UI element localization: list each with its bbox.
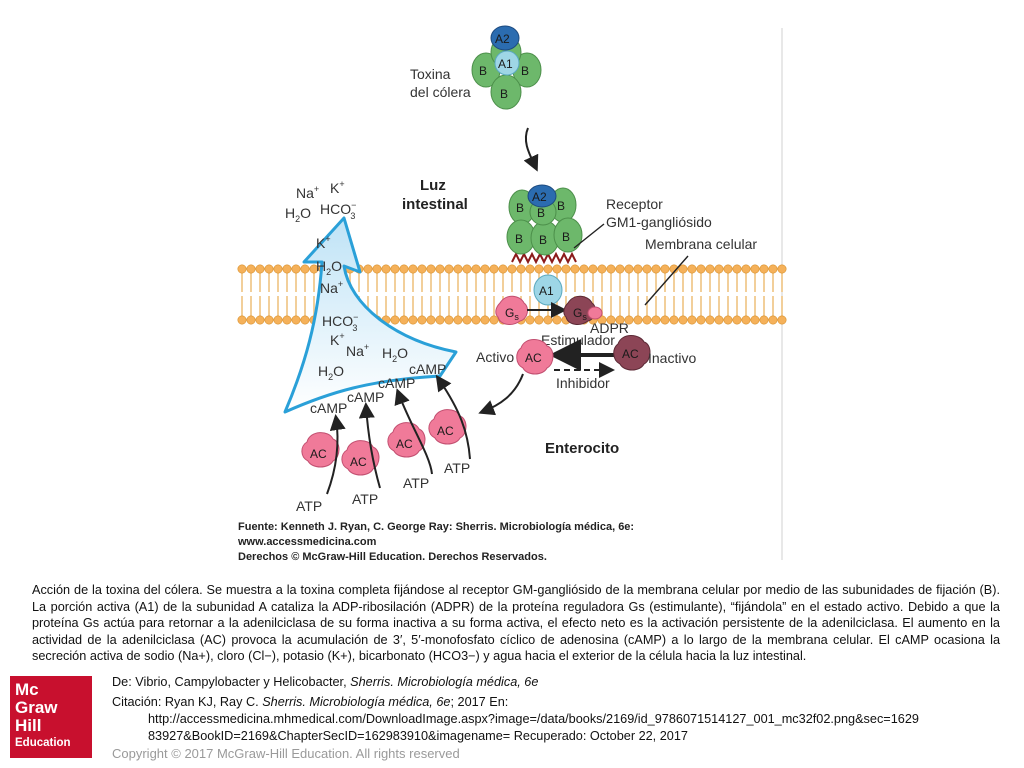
atp-label: ATP xyxy=(403,475,429,491)
camp-label: cAMP xyxy=(347,389,384,405)
a1-internalized xyxy=(533,274,563,306)
svg-text:B: B xyxy=(515,232,523,246)
stimulator-label: Estimulador xyxy=(541,332,615,348)
inhibitor-label: Inhibidor xyxy=(556,375,610,391)
potassium-ion: K+ xyxy=(330,179,345,196)
atp-to-camp-arrow xyxy=(358,402,381,489)
inactive-label: Inactivo xyxy=(648,350,696,366)
svg-text:Gs: Gs xyxy=(505,306,519,322)
svg-text:A2: A2 xyxy=(532,190,547,204)
ac-active xyxy=(516,339,554,375)
mcgraw-hill-logo: Mc Graw Hill Education xyxy=(10,676,92,758)
binding-arrow xyxy=(523,127,539,172)
ac-label: AC xyxy=(396,437,413,451)
adpr-label: ADPR xyxy=(590,320,629,336)
citation-url[interactable]: http://accessmedicina.mhmedical.com/Down… xyxy=(148,712,919,726)
gs-protein-active xyxy=(495,295,528,325)
bound-toxin: A2 B B B B B B xyxy=(506,184,583,265)
b-label: B xyxy=(500,87,508,101)
citation: Citación: Ryan KJ, Ray C. Sherris. Micro… xyxy=(112,695,509,709)
source-from: De: Vibrio, Campylobacter y Helicobacter… xyxy=(112,675,539,689)
svg-text:B: B xyxy=(557,199,565,213)
ac-inactive xyxy=(613,335,651,371)
source-block: De: Vibrio, Campylobacter y Helicobacter… xyxy=(112,674,1017,745)
potassium-ion: K+ xyxy=(330,331,345,348)
svg-text:B: B xyxy=(562,230,570,244)
svg-text:Gs: Gs xyxy=(573,306,587,322)
svg-text:B: B xyxy=(537,206,545,220)
atp-to-camp-arrow xyxy=(435,374,471,460)
gm1-receptor xyxy=(511,251,577,265)
svg-text:AC: AC xyxy=(622,347,639,361)
camp-label: cAMP xyxy=(310,400,347,416)
a2-label: A2 xyxy=(495,32,510,46)
sodium-ion: Na+ xyxy=(320,279,343,296)
atp-label: ATP xyxy=(352,491,378,507)
atp-label: ATP xyxy=(444,460,470,476)
water: H2O xyxy=(382,345,408,364)
svg-text:B: B xyxy=(516,201,524,215)
ac-enzyme: AC xyxy=(428,409,467,445)
adpr-group xyxy=(587,306,603,320)
bicarbonate-ion: HCO−3 xyxy=(320,200,356,221)
camp-label: cAMP xyxy=(378,375,415,391)
figure-caption: Acción de la toxina del cólera. Se muest… xyxy=(32,583,1000,663)
cholera-toxin-complex: A2 A1 B B B xyxy=(471,25,542,110)
ac-enzyme: AC xyxy=(341,440,380,476)
atp-label: ATP xyxy=(296,498,322,514)
ac-enzyme: AC xyxy=(301,432,340,468)
enterocyte-label: Enterocito xyxy=(545,440,619,457)
svg-text:AC: AC xyxy=(525,351,542,365)
active-label: Activo xyxy=(476,349,514,365)
figure-credit: Fuente: Kenneth J. Ryan, C. George Ray: … xyxy=(237,521,637,563)
water: H2O xyxy=(318,363,344,382)
membrane-label: Membrana celular xyxy=(645,236,757,252)
b-label: B xyxy=(479,64,487,78)
b-label: B xyxy=(521,64,529,78)
atp-to-camp-arrow xyxy=(326,414,346,495)
toxin-a1-subunit xyxy=(494,50,520,76)
atp-to-camp-arrow xyxy=(394,388,433,475)
secretion-arrow xyxy=(283,216,458,414)
camp-label: cAMP xyxy=(409,361,446,377)
bicarbonate-ion: HCO−3 xyxy=(322,312,358,333)
ac-label: AC xyxy=(437,424,454,438)
gs-protein-ribosylated xyxy=(563,295,596,325)
copyright-notice: Copyright © 2017 McGraw-Hill Education. … xyxy=(112,746,460,761)
sodium-ion: Na+ xyxy=(346,342,369,359)
toxin-a2-subunit xyxy=(490,25,520,51)
ac-to-cluster-arrow xyxy=(478,373,524,416)
citation-url-cont: 83927&BookID=2169&ChapterSecID=162983910… xyxy=(148,729,688,743)
water: H2O xyxy=(285,205,311,224)
a1-label: A1 xyxy=(498,57,513,71)
water: H2O xyxy=(316,258,342,277)
ac-label: AC xyxy=(350,455,367,469)
ac-label: AC xyxy=(310,447,327,461)
svg-text:A1: A1 xyxy=(539,284,554,298)
sodium-ion: Na+ xyxy=(296,184,319,201)
receptor-pointer xyxy=(573,223,605,249)
svg-text:B: B xyxy=(539,233,547,247)
potassium-ion: K+ xyxy=(316,234,331,251)
membrane-pointer xyxy=(644,255,689,306)
